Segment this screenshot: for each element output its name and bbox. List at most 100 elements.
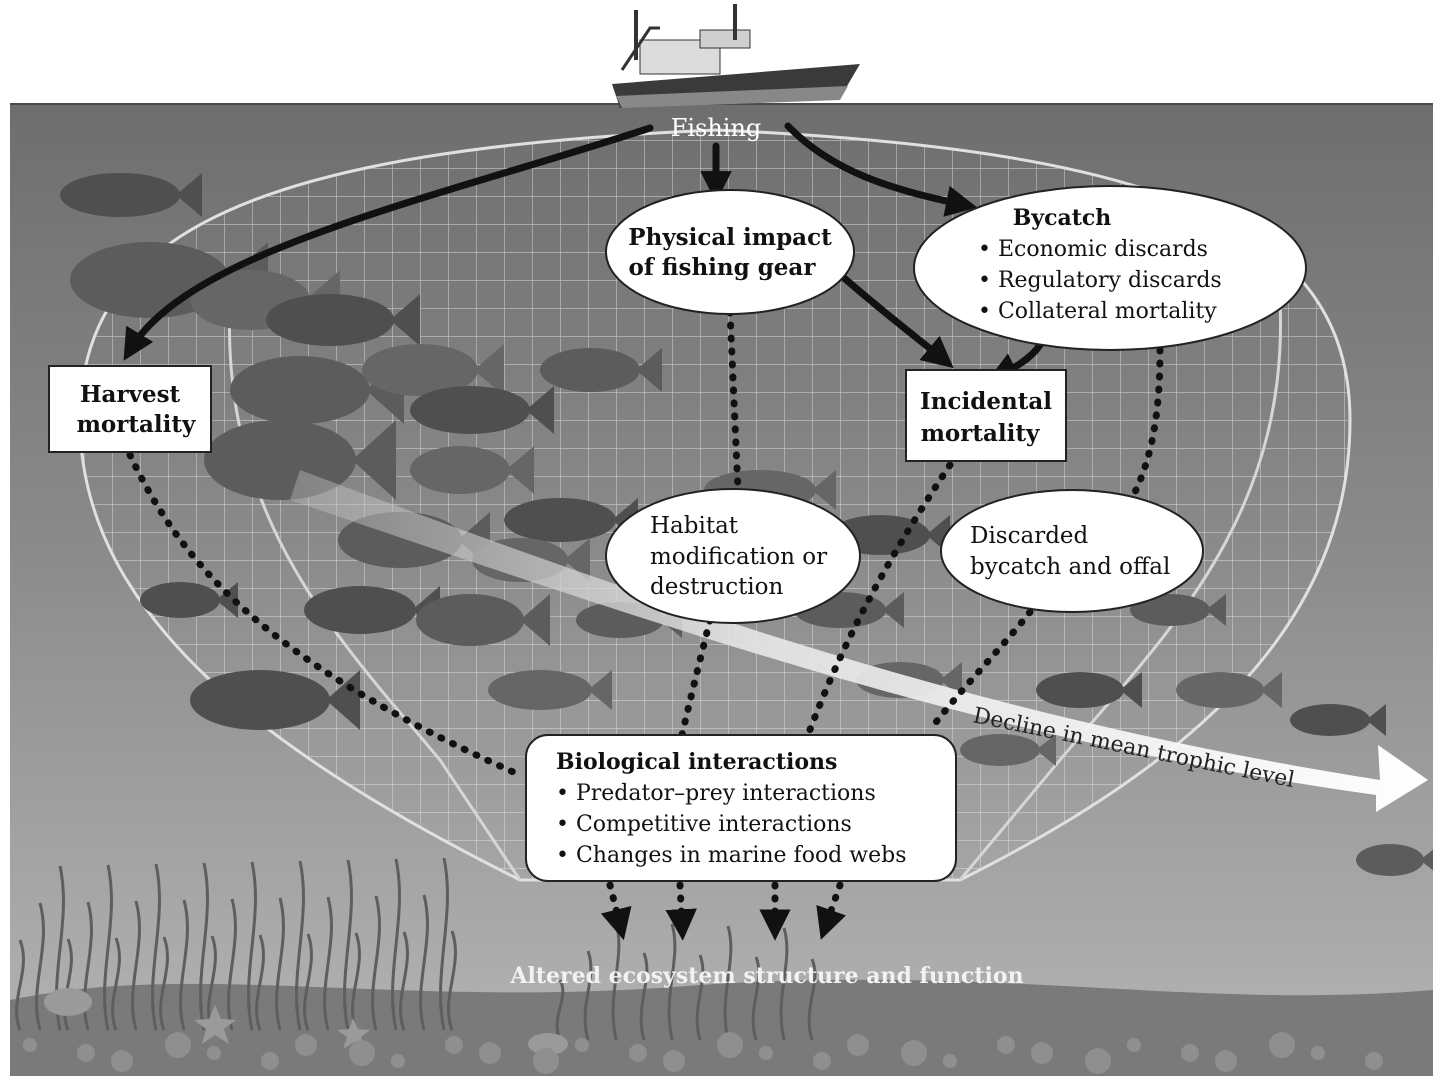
seaweed-strand bbox=[723, 925, 733, 1041]
pebble bbox=[1269, 1032, 1295, 1058]
discarded-line-2: bycatch and offal bbox=[970, 554, 1170, 580]
seaweed-strand bbox=[343, 859, 353, 1031]
fish-icon bbox=[410, 446, 534, 494]
seaweed-strand bbox=[371, 895, 381, 1031]
pebble bbox=[165, 1032, 191, 1058]
seaweed-strand bbox=[399, 931, 409, 1031]
node-discarded: Discarded bycatch and offal bbox=[940, 489, 1204, 613]
pebble bbox=[943, 1054, 957, 1068]
crab-icon bbox=[44, 988, 568, 1055]
seaweed-strand bbox=[419, 894, 429, 1031]
seaweed-strand bbox=[15, 939, 25, 1031]
pebble bbox=[533, 1048, 559, 1074]
fish-icon bbox=[1036, 672, 1142, 708]
seaweed-strand bbox=[555, 979, 565, 1041]
pebble bbox=[1031, 1042, 1053, 1064]
harvest-line-2: mortality bbox=[77, 411, 196, 438]
bycatch-title: Bycatch bbox=[1013, 205, 1112, 231]
physical-impact-line-2: of fishing gear bbox=[629, 254, 817, 281]
seaweed-strand bbox=[35, 902, 45, 1031]
fish-icon bbox=[1130, 594, 1226, 626]
pebble bbox=[479, 1042, 501, 1064]
harvest-line-1: Harvest bbox=[80, 381, 181, 408]
node-incidental-mortality: Incidental mortality bbox=[905, 369, 1067, 462]
solid-arrows bbox=[123, 122, 1044, 382]
seaweed-strand bbox=[295, 860, 305, 1031]
seaweed-strand bbox=[159, 936, 169, 1031]
seaweed-strand bbox=[131, 900, 141, 1031]
pebble bbox=[1085, 1048, 1111, 1074]
pebble bbox=[629, 1044, 647, 1062]
dotted-harvest-to-biological bbox=[126, 451, 524, 779]
pebble bbox=[575, 1038, 589, 1052]
seaweed-strand bbox=[751, 956, 761, 1041]
pebble bbox=[111, 1050, 133, 1072]
node-habitat: Habitat modification or destruction bbox=[605, 488, 861, 624]
seaweed-strand bbox=[439, 857, 449, 1031]
discarded-line-1: Discarded bbox=[970, 523, 1089, 549]
dotted-habitat-to-biological bbox=[678, 616, 714, 739]
seaweed-strand bbox=[255, 934, 265, 1031]
arrow-fishing-to-harvest bbox=[123, 124, 654, 361]
fish-icon bbox=[1176, 672, 1282, 708]
seaweed-strand bbox=[447, 930, 457, 1031]
arrow-physical-to-incidental bbox=[831, 266, 954, 369]
dotted-arrows bbox=[126, 308, 1164, 941]
seaweed-strand bbox=[583, 950, 593, 1041]
biological-item-1: • Predator–prey interactions bbox=[556, 781, 876, 806]
fishing-label: Fishing bbox=[671, 114, 762, 142]
habitat-line-3: destruction bbox=[650, 574, 784, 600]
seaweed-strand bbox=[83, 901, 93, 1031]
pebble bbox=[261, 1052, 279, 1070]
biological-item-3: • Changes in marine food webs bbox=[556, 843, 907, 868]
seaweed-strand bbox=[391, 858, 401, 1031]
node-biological-interactions: Biological interactions • Predator–prey … bbox=[525, 734, 957, 882]
habitat-line-2: modification or bbox=[650, 544, 827, 570]
pebble bbox=[901, 1040, 927, 1066]
seaweed-strand bbox=[63, 938, 73, 1031]
fish-icon bbox=[960, 734, 1056, 766]
fish-icon bbox=[1356, 844, 1433, 876]
seaweed-strand bbox=[227, 898, 237, 1031]
pebble bbox=[997, 1036, 1015, 1054]
physical-impact-line-1: Physical impact bbox=[628, 224, 832, 251]
dotted-incidental-to-biological bbox=[804, 461, 954, 739]
fish-icon bbox=[266, 294, 420, 346]
pebble bbox=[1215, 1050, 1237, 1072]
seaweed-strand bbox=[275, 897, 285, 1031]
seaweed-strand bbox=[151, 863, 161, 1031]
seaweed-strand bbox=[179, 899, 189, 1031]
pebble bbox=[1365, 1052, 1383, 1070]
seaweed-strand bbox=[807, 958, 817, 1041]
pebble bbox=[445, 1036, 463, 1054]
fish-school bbox=[60, 173, 1433, 876]
seaweed-strand bbox=[103, 864, 113, 1031]
biological-item-2: • Competitive interactions bbox=[556, 812, 852, 837]
bycatch-item-3: • Collateral mortality bbox=[978, 299, 1217, 324]
outcome-label: Altered ecosystem structure and function bbox=[509, 963, 1023, 989]
arrow-fishing-to-bycatch bbox=[784, 122, 978, 217]
dotted-discarded-to-biological bbox=[926, 608, 1034, 734]
pebble bbox=[295, 1034, 317, 1056]
seaweed-strand bbox=[323, 896, 333, 1031]
biological-title: Biological interactions bbox=[556, 749, 837, 775]
seaweed-strand bbox=[111, 937, 121, 1031]
pebble bbox=[759, 1046, 773, 1060]
node-bycatch: Bycatch • Economic discards • Regulatory… bbox=[913, 185, 1307, 351]
dotted-bycatch-to-discarded bbox=[1131, 346, 1164, 496]
fish-icon bbox=[140, 582, 238, 618]
fish-icon bbox=[1290, 704, 1386, 736]
pebble bbox=[23, 1038, 37, 1052]
pebble bbox=[847, 1034, 869, 1056]
fish-icon bbox=[488, 670, 612, 710]
ship-icon bbox=[612, 4, 860, 108]
node-harvest-mortality: Harvest mortality bbox=[48, 365, 212, 453]
fish-icon bbox=[362, 344, 504, 396]
pebble bbox=[77, 1044, 95, 1062]
seaweed-strand bbox=[695, 954, 705, 1041]
seaweed-strand bbox=[303, 933, 313, 1031]
seaweed-strand bbox=[247, 861, 257, 1031]
node-physical-impact: Physical impact of fishing gear bbox=[605, 189, 855, 315]
pebble bbox=[1127, 1038, 1141, 1052]
